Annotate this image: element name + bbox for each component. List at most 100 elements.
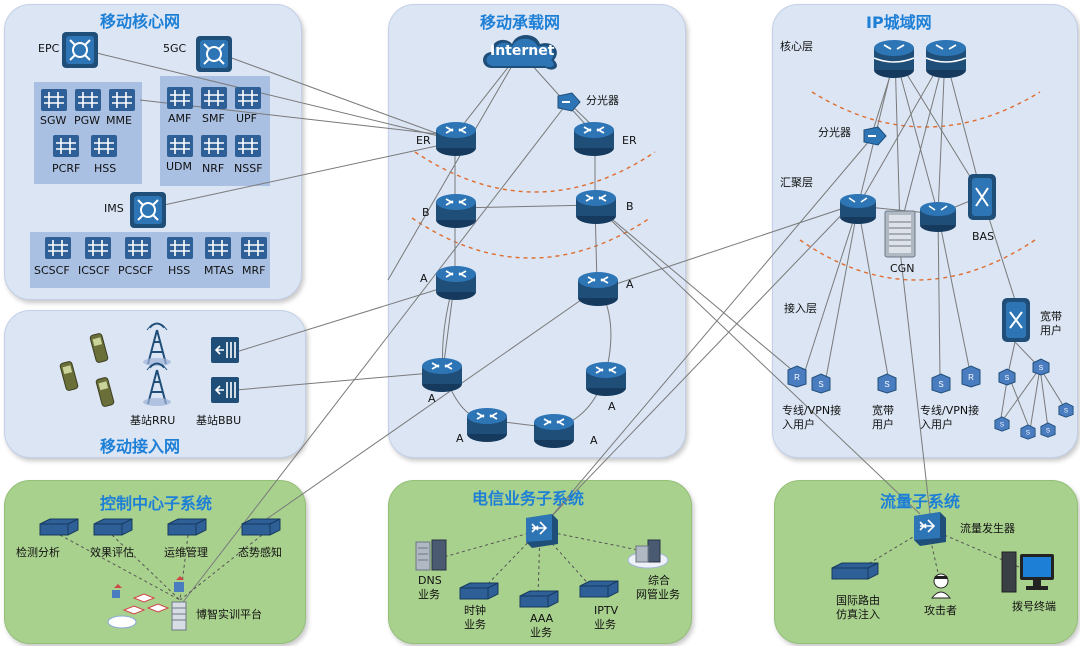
telecom-switch-icon	[520, 510, 560, 550]
b-right-router-icon	[574, 186, 618, 226]
iptv-server-icon	[578, 580, 620, 598]
mobile-bearer-title: 移动承载网	[480, 13, 561, 32]
pgw-label: PGW	[74, 114, 101, 127]
dialer-terminal-icon	[1000, 550, 1056, 596]
5gc-label: 5GC	[163, 42, 187, 55]
pcrf-server-icon	[52, 134, 80, 158]
iptv-label-b: 业务	[594, 618, 616, 631]
mobile-access-title: 移动接入网	[100, 437, 181, 456]
mrf-server-icon	[240, 236, 268, 260]
broadband-device-icon	[1000, 296, 1032, 344]
a6-router-icon	[532, 410, 576, 450]
user-s-box-icon-1: S	[998, 368, 1016, 386]
icscf-server-icon	[84, 236, 112, 260]
traffic-generator-icon	[908, 508, 948, 548]
bas-device-icon	[966, 172, 998, 222]
tower-icon-1	[140, 322, 174, 366]
clock-label-b: 业务	[464, 618, 486, 631]
monitor-label: 检测分析	[16, 546, 60, 559]
a3-router-icon	[420, 354, 464, 394]
nms-server-icon	[626, 534, 670, 570]
hss2-label: HSS	[168, 264, 191, 277]
a1-label: A	[420, 272, 428, 285]
nssf-label: NSSF	[234, 162, 263, 175]
pcrf-label: PCRF	[52, 162, 81, 175]
b-left-label: B	[422, 206, 430, 219]
svg-text:S: S	[1046, 428, 1050, 435]
er-right-label: ER	[622, 134, 637, 147]
monitor-server-icon	[38, 518, 80, 536]
generator-label: 流量发生器	[960, 522, 1015, 535]
amf-label: AMF	[168, 112, 192, 125]
nrf-label: NRF	[202, 162, 225, 175]
bbu-label: 基站BBU	[196, 414, 242, 427]
evaluate-label: 效果评估	[90, 546, 134, 559]
phone-icon-1	[59, 360, 79, 392]
mme-label: MME	[106, 114, 132, 127]
metro-splitter-icon	[862, 126, 888, 146]
icscf-label: ICSCF	[78, 264, 110, 277]
pcscf-label: PCSCF	[118, 264, 154, 277]
dns-label-a: DNS	[418, 574, 442, 587]
cgn-label: CGN	[890, 262, 915, 275]
situation-label: 态势感知	[238, 546, 282, 559]
svg-text:S: S	[1039, 365, 1044, 372]
metro-agg-right-router-icon	[918, 198, 958, 234]
svg-text:S: S	[1005, 375, 1010, 382]
epc-switch-icon	[60, 30, 100, 70]
smf-server-icon	[200, 86, 228, 110]
b-left-router-icon	[434, 190, 478, 230]
user-s-box-icon-5: S	[1040, 422, 1056, 438]
dns-label-b: 业务	[418, 588, 440, 601]
udm-server-icon	[166, 134, 194, 158]
telecom-service-title: 电信业务子系统	[472, 489, 585, 508]
5gc-switch-icon	[194, 34, 234, 74]
clock-server-icon	[458, 582, 500, 600]
pcscf-server-icon	[124, 236, 152, 260]
internet-label: Internet	[490, 43, 555, 59]
access-s-box-icon-2: S	[876, 372, 898, 394]
svg-text:S: S	[1064, 408, 1068, 415]
ops-server-icon	[166, 518, 208, 536]
aaa-label-b: 业务	[530, 626, 552, 639]
traffic-title: 流量子系统	[880, 492, 961, 511]
tower-icon-2	[140, 362, 174, 406]
upf-server-icon	[234, 86, 262, 110]
mtas-server-icon	[204, 236, 232, 260]
metro-core-right-router-icon	[924, 36, 968, 80]
smf-label: SMF	[202, 112, 225, 125]
a5-router-icon	[465, 404, 509, 444]
access-r-box-icon-1: R	[786, 364, 808, 388]
vpn2-user-label-b: 入用户	[920, 418, 953, 431]
a4-router-icon	[584, 358, 628, 398]
ops-label: 运维管理	[164, 546, 208, 559]
bb-user-label-a: 宽带	[872, 404, 894, 417]
mrf-label: MRF	[242, 264, 266, 277]
situation-server-icon	[240, 518, 282, 536]
training-platform-icon	[104, 568, 196, 632]
a1-router-icon	[434, 262, 478, 302]
clock-label-a: 时钟	[464, 604, 486, 617]
b-right-label: B	[626, 200, 634, 213]
metro-agg-left-router-icon	[838, 190, 878, 226]
access-s-box-icon-3: S	[930, 372, 952, 394]
udm-label: UDM	[166, 160, 193, 173]
broadband-user-label-b: 用户	[1040, 324, 1062, 337]
bb-user-label-b: 用户	[872, 418, 894, 431]
a3-label: A	[428, 392, 436, 405]
access-r-box-icon-2: R	[960, 364, 982, 388]
nms-label-b: 网管业务	[636, 588, 680, 601]
aaa-label-a: AAA	[530, 612, 554, 625]
vpn-user-label-a: 专线/VPN接	[782, 404, 842, 417]
a2-router-icon	[576, 268, 620, 308]
sgw-server-icon	[40, 88, 68, 112]
scscf-label: SCSCF	[34, 264, 70, 277]
er-left-router-icon	[434, 118, 478, 158]
mme-server-icon	[108, 88, 136, 112]
user-s-box-icon-2: S	[1032, 358, 1050, 376]
metro-splitter-label: 分光器	[818, 126, 851, 139]
svg-text:S: S	[1000, 422, 1004, 429]
hss-server-icon	[90, 134, 118, 158]
vpn2-user-label-a: 专线/VPN接	[920, 404, 980, 417]
